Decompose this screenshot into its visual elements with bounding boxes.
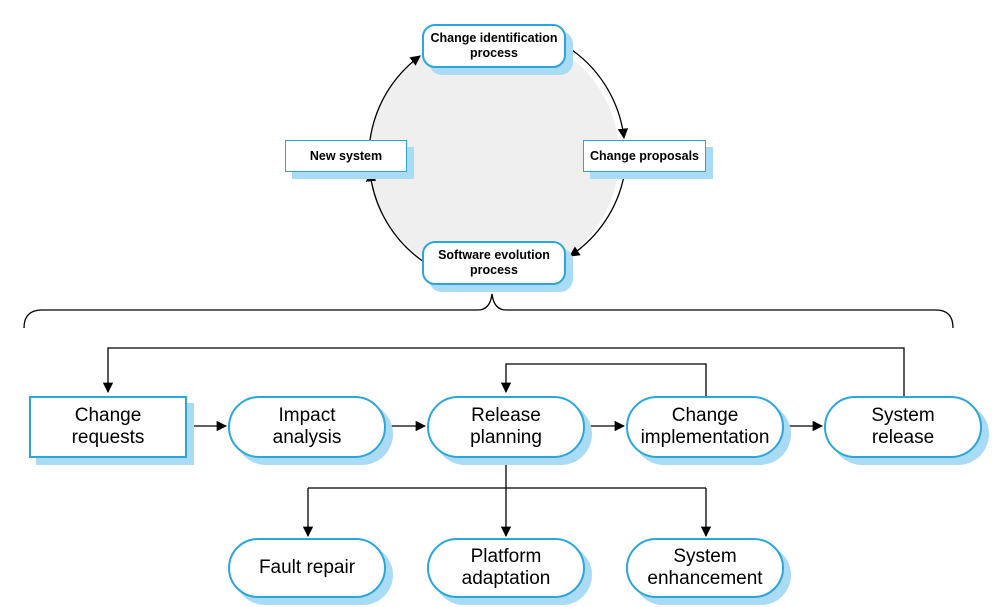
node-label: New system [309, 148, 383, 163]
node-label-line: adaptation [461, 568, 551, 589]
node-label-line: Change identification [430, 31, 558, 45]
change-identification-process-node: Change identification process [422, 24, 566, 68]
system-enhancement-node: System enhancement [626, 538, 784, 598]
new-system-node: New system [285, 140, 407, 172]
expansion-brace [23, 293, 954, 329]
node-label-line: Software evolution [438, 248, 550, 262]
node-label: Change proposals [589, 148, 700, 163]
system-release-node: System release [824, 396, 982, 458]
node-label-line: Impact [278, 405, 336, 426]
arc-newsystem-to-identification [369, 55, 421, 141]
loop-implementation-to-planning [500, 363, 707, 396]
arc-proposals-to-evolution [569, 175, 625, 257]
platform-adaptation-node: Platform adaptation [427, 538, 585, 598]
arc-identification-to-proposals [565, 45, 629, 140]
node-label-line: enhancement [647, 568, 763, 589]
node-label-line: analysis [272, 427, 342, 448]
branch-planning-to-types [308, 458, 706, 489]
node-label-line: requests [71, 427, 145, 448]
node-label-line: planning [470, 427, 542, 448]
node-label-line: Release [471, 405, 541, 426]
node-label-line: Change [671, 405, 739, 426]
feedback-release-to-requests [102, 347, 905, 397]
change-proposals-node: Change proposals [583, 140, 706, 172]
node-label-line: System [673, 546, 737, 567]
fault-repair-node: Fault repair [228, 538, 386, 598]
change-requests-node: Change requests [29, 396, 187, 458]
node-label-line: release [871, 427, 935, 448]
node-label-line: process [470, 263, 518, 277]
node-label-line: implementation [640, 427, 770, 448]
cycle-background [369, 31, 619, 281]
release-planning-node: Release planning [427, 396, 585, 458]
node-label-line: process [470, 46, 518, 60]
arc-evolution-to-newsystem [365, 170, 425, 263]
node-label-line: Platform [470, 546, 542, 567]
impact-analysis-node: Impact analysis [228, 396, 386, 458]
software-evolution-process-node: Software evolution process [422, 241, 566, 285]
node-label-line: System [871, 405, 935, 426]
change-implementation-node: Change implementation [626, 396, 784, 458]
node-label: Fault repair [258, 557, 356, 578]
node-label-line: Change [74, 405, 142, 426]
